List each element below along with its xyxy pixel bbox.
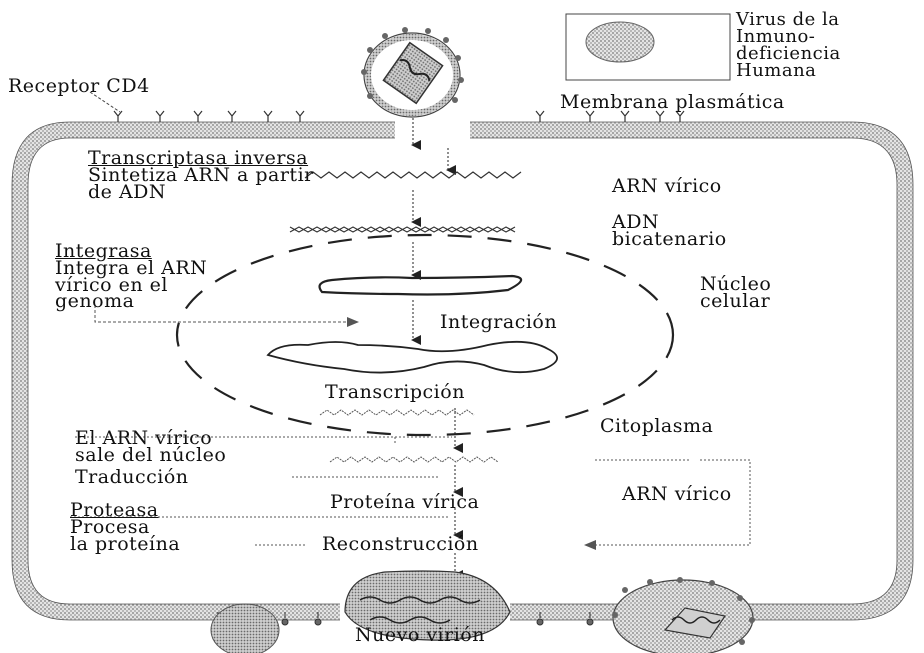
rna-transcript-2: [330, 457, 498, 462]
proteasa-desc-2: la proteína: [70, 534, 180, 554]
integracion-label: Integración: [440, 312, 557, 332]
rna-transcript-1: [320, 410, 474, 415]
citoplasma-label: Citoplasma: [600, 416, 713, 436]
proteina-virica-label: Proteína vírica: [330, 492, 479, 512]
adn-label-2: bicatenario: [612, 229, 727, 249]
mature-virion: [612, 577, 755, 653]
traduccion-label: Traducción: [75, 467, 189, 487]
integrasa-desc-3: genoma: [55, 291, 134, 311]
nucleus-boundary: [177, 235, 673, 435]
transcriptasa-desc-2: de ADN: [88, 182, 166, 202]
receptor-label: Receptor CD4: [8, 76, 150, 96]
membrane-label: Membrana plasmática: [560, 92, 785, 112]
reconstruccion-label: Reconstrucción: [322, 534, 479, 554]
arn-virico-right-label: ARN vírico: [622, 484, 732, 504]
rna-strand-top: [305, 172, 521, 178]
viral-dna-loop: [320, 276, 522, 295]
nuevo-virion-label: Nuevo virión: [355, 625, 485, 645]
dna-double-strand: [290, 227, 515, 232]
legend-line-4: Humana: [736, 61, 816, 81]
transcripcion-label: Transcripción: [325, 382, 465, 402]
arn-virico-top-label: ARN vírico: [612, 176, 722, 196]
legend-box: [566, 14, 730, 80]
immature-virion: [211, 604, 279, 653]
nucleo-label-2: celular: [700, 291, 770, 311]
host-genome-loop: [268, 342, 557, 373]
integrasa-pointer: [95, 305, 358, 322]
entering-virus: [361, 27, 464, 117]
sale-label-2: sale del núcleo: [75, 445, 226, 465]
